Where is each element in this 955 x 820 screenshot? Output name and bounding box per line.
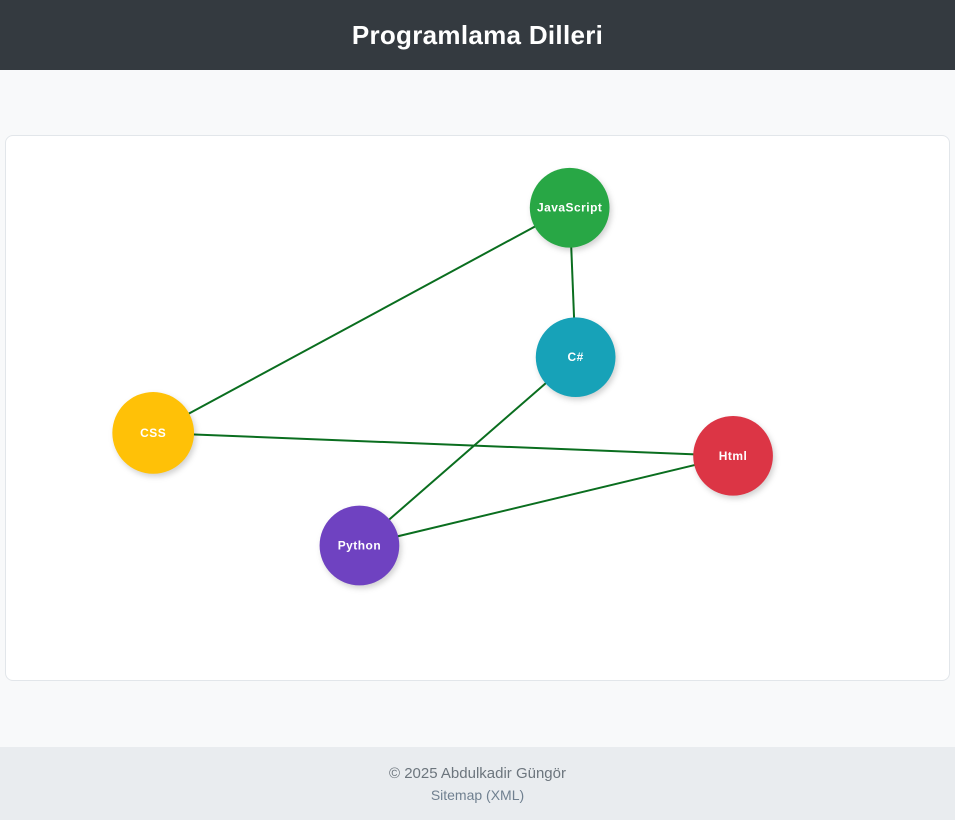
python-node-circle[interactable] — [319, 505, 400, 586]
page-title: Programlama Dilleri — [351, 19, 604, 50]
javascript-node-circle[interactable] — [529, 167, 610, 248]
graph-edge-css-html — [153, 431, 734, 457]
graph-node-python[interactable]: Python — [319, 505, 400, 586]
copyright-text: © 2025 Abdulkadir Güngör — [388, 765, 566, 782]
graph-edge-csharp-python — [358, 356, 577, 547]
graph-node-html[interactable]: Html — [693, 415, 773, 496]
graph-edge-css-javascript — [152, 206, 571, 434]
graph-node-javascript[interactable]: JavaScript — [529, 167, 610, 248]
csharp-node-circle[interactable] — [535, 317, 616, 398]
graph-node-csharp[interactable]: C# — [535, 317, 616, 398]
graph-node-css[interactable]: CSS — [112, 392, 195, 474]
header-bar: Programlama Dilleri — [0, 0, 955, 70]
footer: © 2025 Abdulkadir Güngör Sitemap (XML) — [0, 747, 955, 820]
css-node-circle[interactable] — [112, 392, 195, 474]
sitemap-link[interactable]: Sitemap (XML) — [430, 787, 525, 803]
html-node-circle[interactable] — [693, 415, 773, 496]
graph-edge-python-html — [359, 454, 734, 547]
